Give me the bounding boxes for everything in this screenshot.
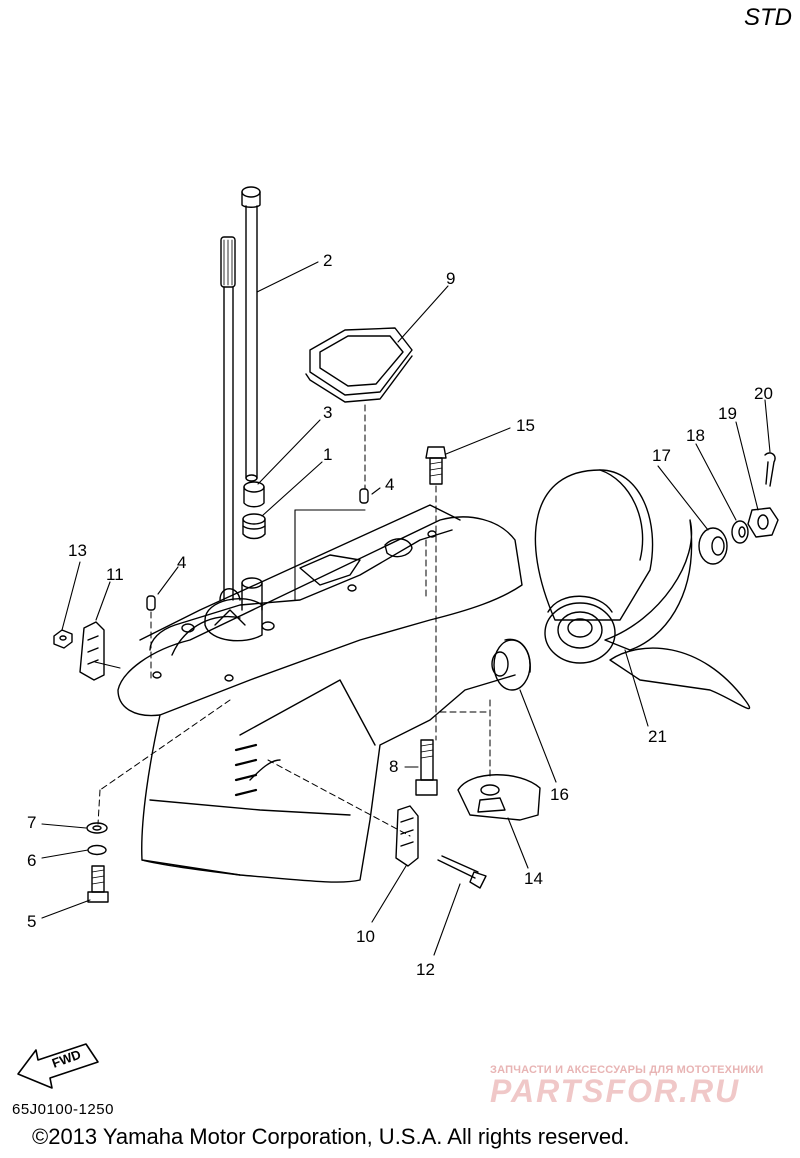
washer-7 [86, 822, 108, 834]
callout-labels: 2 3 1 9 4 4 11 13 15 17 18 19 20 21 16 1… [27, 251, 773, 979]
callout-10: 10 [356, 927, 375, 946]
watermark-tagline: ЗАПЧАСТИ И АКСЕССУАРЫ ДЛЯ МОТОТЕХНИКИ [490, 1064, 764, 1076]
bolt-5 [87, 865, 109, 903]
prop-nut-19 [747, 507, 779, 538]
water-inlet-pipe [241, 577, 263, 611]
callout-4-upper: 4 [385, 475, 394, 494]
callout-9: 9 [446, 269, 455, 288]
callout-16: 16 [550, 785, 569, 804]
bolt-12 [437, 855, 487, 889]
spring-washer-6 [87, 844, 107, 856]
variant-label: STD [744, 4, 792, 31]
callout-13: 13 [68, 541, 87, 560]
callout-14: 14 [524, 869, 543, 888]
trim-tab-10 [395, 805, 419, 867]
assembly-lines [97, 404, 491, 837]
callout-3: 3 [323, 403, 332, 422]
cover-14 [457, 774, 541, 821]
callout-7: 7 [27, 813, 36, 832]
callout-8: 8 [389, 757, 398, 776]
callout-20: 20 [754, 384, 773, 403]
grommet-3 [243, 481, 265, 508]
watermark-brand: PARTSFOR.RU [490, 1073, 741, 1109]
anode-11 [79, 621, 105, 681]
dowel-pin-lower [146, 595, 156, 611]
water-tube [241, 186, 261, 482]
callout-19: 19 [718, 404, 737, 423]
diagram-code: 65J0100-1250 [12, 1101, 114, 1118]
leader-lines [41, 261, 771, 956]
callout-11: 11 [106, 565, 124, 584]
callout-5: 5 [27, 912, 36, 931]
spacer-16 [491, 638, 531, 691]
callout-15: 15 [516, 416, 535, 435]
cotter-pin-20 [764, 452, 776, 487]
callout-18: 18 [686, 426, 705, 445]
fwd-arrow-icon: FWD [17, 1043, 99, 1089]
nut-13 [53, 629, 73, 649]
washer-18 [731, 520, 749, 544]
callout-6: 6 [27, 851, 36, 870]
callout-2: 2 [323, 251, 332, 270]
propeller-21 [534, 469, 751, 710]
callout-12: 12 [416, 960, 435, 979]
spacer-17 [698, 527, 728, 565]
callout-1: 1 [323, 445, 332, 464]
bolt-8 [415, 739, 438, 796]
drive-shaft [219, 236, 241, 601]
bolt-15 [425, 446, 447, 485]
callout-4-lower: 4 [177, 553, 186, 572]
water-pump-base [204, 598, 263, 642]
callout-17: 17 [652, 446, 671, 465]
copyright-notice: ©2013 Yamaha Motor Corporation, U.S.A. A… [32, 1124, 630, 1149]
callout-21: 21 [648, 727, 667, 746]
dowel-pin-upper [359, 488, 369, 504]
grommet-1 [242, 513, 266, 540]
gasket [305, 327, 413, 403]
